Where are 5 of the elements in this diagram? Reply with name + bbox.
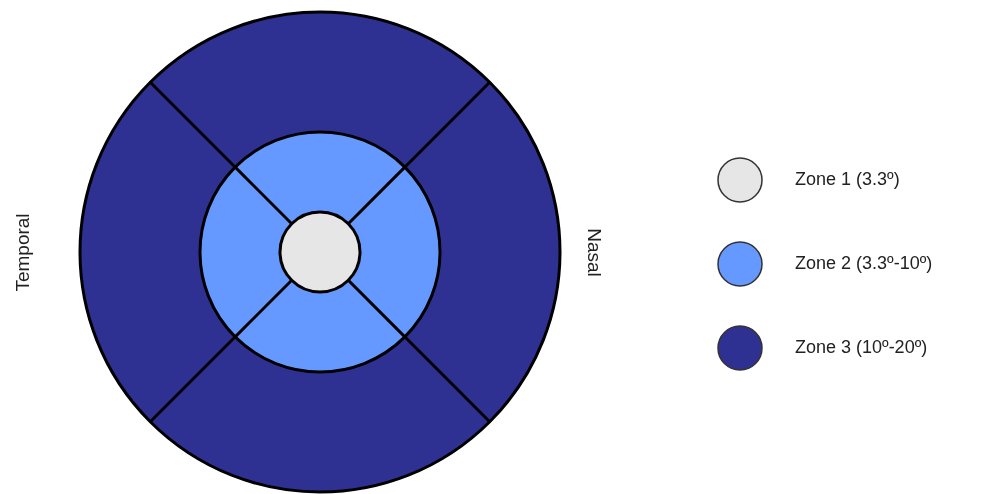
- side-label: Temporal: [12, 212, 32, 292]
- side-label: Nasal: [584, 227, 604, 277]
- legend-label: Zone 1 (3.3º): [795, 170, 900, 188]
- legend-label: Zone 3 (10º-20º): [795, 338, 928, 356]
- legend-label: Zone 2 (3.3º-10º): [795, 254, 933, 272]
